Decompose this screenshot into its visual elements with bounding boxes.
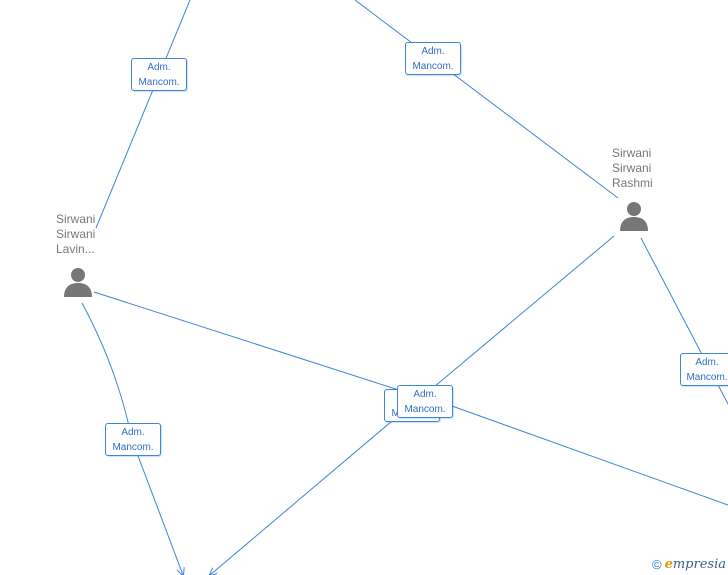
edge-lavin-to-center <box>93 291 406 393</box>
role-badge[interactable]: Adm. Mancom. <box>131 58 187 91</box>
role-badge[interactable]: Adm. Mancom. <box>405 42 461 75</box>
role-line: Adm. <box>695 357 719 368</box>
edge-top-to-lavin <box>95 0 191 229</box>
name-line: Sirwani <box>612 146 652 160</box>
role-line: Mancom. <box>686 372 728 383</box>
brand-logo: empresia <box>664 557 726 572</box>
role-line: Mancom. <box>404 404 446 415</box>
edge-center-to-bottom <box>210 409 406 575</box>
role-line: Mancom. <box>412 61 454 72</box>
role-line: Adm. <box>147 62 171 73</box>
role-line: Mancom. <box>138 77 180 88</box>
footer-watermark: © empresia <box>652 557 726 572</box>
person-name-lavin[interactable]: Sirwani Sirwani Lavin... <box>56 212 146 257</box>
role-line: Adm. <box>413 389 437 400</box>
name-line: Sirwani <box>612 161 652 175</box>
name-line: Sirwani <box>56 212 96 226</box>
role-badge[interactable]: Adm. Mancom. <box>680 353 728 386</box>
edge-top-to-rashmi <box>354 0 619 199</box>
role-line: Mancom. <box>112 442 154 453</box>
person-name-rashmi[interactable]: Sirwani Sirwani Rashmi <box>612 146 702 191</box>
person-icon[interactable] <box>619 200 649 232</box>
name-line: Rashmi <box>612 176 653 190</box>
edge-center-to-right <box>451 405 728 506</box>
edge-rashmi-to-center <box>427 235 615 393</box>
role-badge[interactable]: Adm. Mancom. <box>105 423 161 456</box>
person-icon[interactable] <box>63 266 93 298</box>
role-badge[interactable]: Adm. Mancom. <box>397 385 453 418</box>
role-line: Adm. <box>421 46 445 57</box>
role-line: Adm. <box>121 427 145 438</box>
copyright-symbol: © <box>651 557 662 572</box>
name-line: Lavin... <box>56 242 95 256</box>
name-line: Sirwani <box>56 227 96 241</box>
